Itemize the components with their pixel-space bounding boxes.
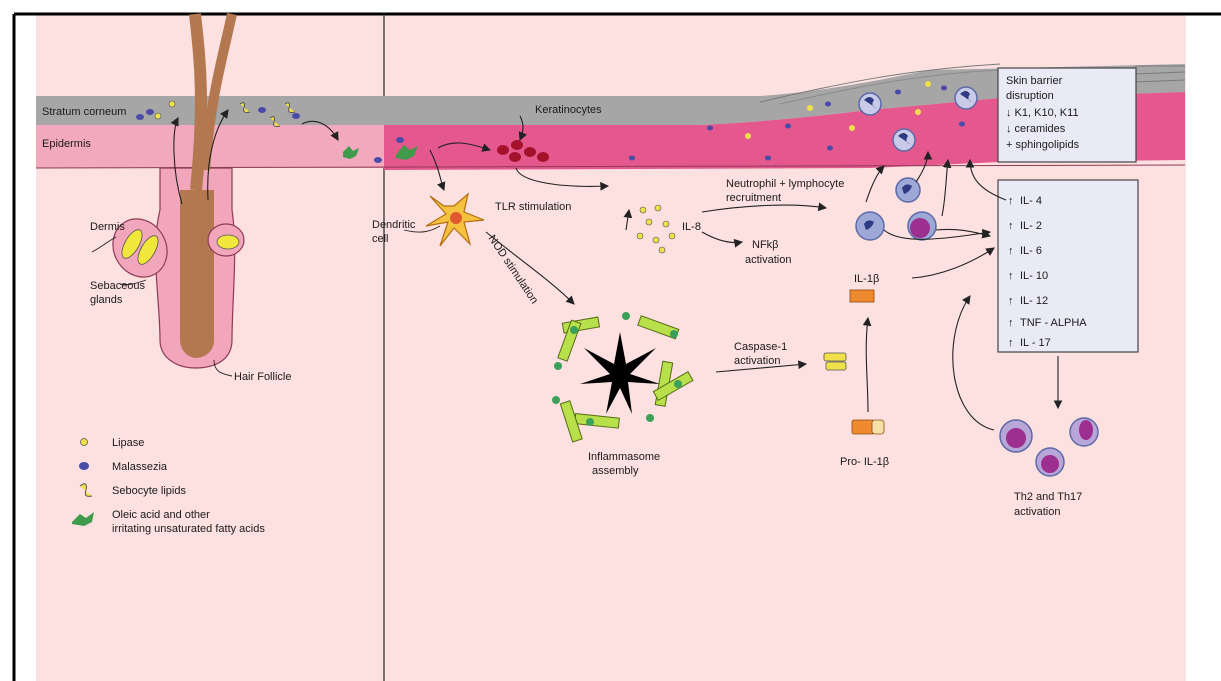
il1b-icon — [850, 290, 874, 302]
label-sebaceous-2: glands — [90, 294, 123, 306]
label-neutrophil-2: recruitment — [726, 192, 781, 204]
label-dermis: Dermis — [90, 221, 125, 233]
svg-text:↑: ↑ — [1008, 270, 1014, 282]
legend-oleic-1: Oleic acid and other — [112, 509, 210, 521]
barrier-line-5: + sphingolipids — [1006, 139, 1080, 151]
barrier-line-4: ↓ ceramides — [1006, 123, 1066, 135]
hair-shaft — [195, 14, 201, 190]
label-th-1: Th2 and Th17 — [1014, 491, 1082, 503]
label-inflammasome-2: assembly — [592, 465, 639, 477]
legend-malassezia: Malassezia — [112, 461, 168, 473]
pro-il1b-icon — [852, 420, 884, 434]
label-caspase-1: Caspase-1 — [734, 341, 787, 353]
malassezia-icon — [79, 462, 89, 470]
svg-text:↑: ↑ — [1008, 220, 1014, 232]
svg-text:↑: ↑ — [1008, 337, 1014, 349]
svg-text:↑: ↑ — [1008, 317, 1014, 329]
cytokine-item: IL- 12 — [1020, 295, 1048, 307]
legend-lipase: Lipase — [112, 437, 144, 449]
barrier-line-2: disruption — [1006, 90, 1054, 102]
label-nfkb-1: NFkβ — [752, 239, 779, 251]
label-tlr: TLR stimulation — [495, 201, 571, 213]
label-dendritic-1: Dendritic — [372, 219, 416, 231]
label-inflammasome-1: Inflammasome — [588, 451, 660, 463]
lipase-icon — [81, 439, 88, 446]
cytokine-item: IL- 10 — [1020, 270, 1048, 282]
label-th-2: activation — [1014, 506, 1060, 518]
label-il8: IL-8 — [682, 221, 701, 233]
label-caspase-2: activation — [734, 355, 780, 367]
label-neutrophil-1: Neutrophil + lymphocyte — [726, 178, 844, 190]
label-keratinocytes: Keratinocytes — [535, 104, 602, 116]
label-sebaceous-1: Sebaceous — [90, 280, 146, 292]
label-il1b: IL-1β — [854, 273, 879, 285]
svg-text:↑: ↑ — [1008, 295, 1014, 307]
label-stratum-corneum: Stratum corneum — [42, 106, 126, 118]
label-epidermis: Epidermis — [42, 138, 91, 150]
cytokine-item: TNF - ALPHA — [1020, 317, 1087, 329]
cytokine-item: IL - 17 — [1020, 337, 1051, 349]
svg-text:↑: ↑ — [1008, 195, 1014, 207]
cytokine-item: IL- 2 — [1020, 220, 1042, 232]
legend-oleic-2: irritating unsaturated fatty acids — [112, 523, 265, 535]
label-nfkb-2: activation — [745, 254, 791, 266]
label-hair-follicle: Hair Follicle — [234, 371, 291, 383]
barrier-line-1: Skin barrier — [1006, 75, 1063, 87]
cytokine-item: IL- 4 — [1020, 195, 1042, 207]
label-dendritic-2: cell — [372, 233, 389, 245]
cytokine-item: IL- 6 — [1020, 245, 1042, 257]
barrier-line-3: ↓ K1, K10, K11 — [1006, 107, 1079, 119]
legend-sebocyte: Sebocyte lipids — [112, 485, 186, 497]
svg-text:↑: ↑ — [1008, 245, 1014, 257]
label-pro-il1b: Pro- IL-1β — [840, 456, 889, 468]
